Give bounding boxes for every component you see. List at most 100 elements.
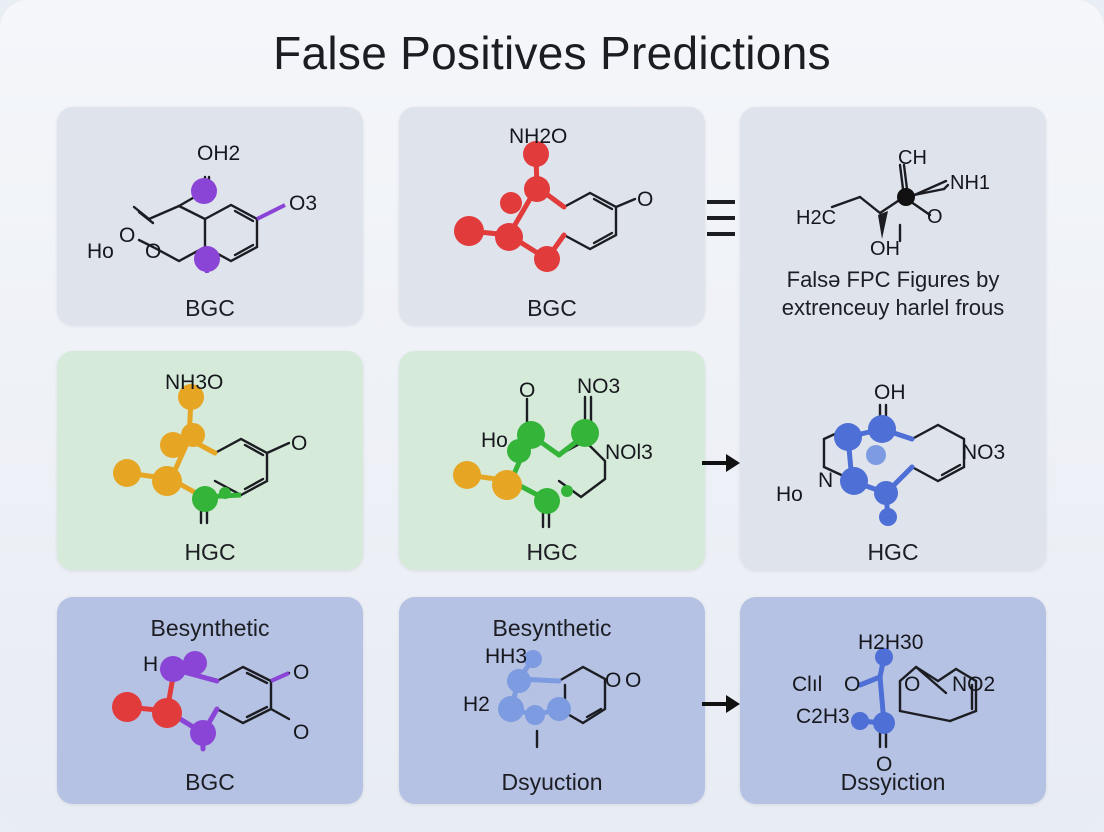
atom-lightblue — [498, 696, 524, 722]
atom-red — [152, 698, 182, 728]
atom-lightblue — [547, 697, 571, 721]
atom-label: NO3 — [962, 441, 1005, 464]
atom-label: NO3 — [577, 375, 620, 398]
molecule-r3c1: H O O — [112, 651, 309, 752]
atom-label: OH — [870, 238, 900, 257]
atom-blue — [840, 467, 868, 495]
atom-label: H2C — [796, 207, 836, 229]
card-label: HGC — [867, 539, 919, 565]
atom-blue — [868, 415, 896, 443]
atom-green — [507, 439, 531, 463]
atom-purple — [160, 656, 186, 682]
atom-green — [534, 488, 560, 514]
atom-label: O3 — [289, 192, 317, 215]
atom-label: O — [844, 673, 860, 696]
atom-red — [454, 216, 484, 246]
atom-label: O — [293, 661, 309, 684]
atom-label: O — [904, 673, 920, 696]
atom-label: Ho — [776, 483, 803, 506]
atom-purple — [191, 178, 217, 204]
atom-purple — [190, 720, 216, 746]
atom-green — [192, 486, 218, 512]
atom-label: O — [519, 379, 535, 402]
card-label: BGC — [185, 295, 235, 321]
atom-label: NH1 — [950, 172, 990, 194]
atom-green — [219, 487, 231, 499]
atom-blue — [879, 508, 897, 526]
atom-label: NH2O — [509, 125, 567, 148]
atom-label: H2 — [463, 693, 490, 716]
atom-label: CH — [898, 147, 927, 169]
card-r1c1: OH2 O3 Ho O O BGC — [57, 107, 363, 325]
atom-orange — [160, 432, 186, 458]
atom-red — [523, 141, 549, 167]
atom-label: O — [291, 432, 307, 455]
atom-label: O — [119, 224, 135, 247]
atom-blue — [875, 648, 893, 666]
atom-orange — [178, 384, 204, 410]
atom-label: N — [818, 469, 833, 492]
card-heading: Besynthetic — [150, 615, 270, 641]
atom-green — [571, 419, 599, 447]
atom-orange — [152, 466, 182, 496]
atom-green — [561, 485, 573, 497]
atom-orange — [181, 423, 205, 447]
card-label: Dsyuction — [501, 769, 603, 795]
atom-label: H2H30 — [858, 631, 923, 654]
atom-red — [112, 692, 142, 722]
page-title: False Positives Predictions — [273, 27, 831, 79]
atom-label: Ho — [481, 429, 508, 452]
atom-blue — [834, 423, 862, 451]
atom-label: NOl3 — [605, 441, 653, 464]
molecule-r2c2: O NO3 Ho NOl3 — [453, 375, 653, 529]
atom-label: OH2 — [197, 142, 240, 165]
atom-label: H — [143, 653, 158, 676]
atom-label: Ho — [87, 240, 114, 263]
molecule-r1c2: NH2O O — [454, 125, 653, 272]
atom-blue — [851, 712, 869, 730]
card-r3c2: Besynthetic HH3 H2 O O — [399, 597, 705, 804]
atom-purple — [194, 246, 220, 272]
card-label: HGC — [526, 539, 578, 565]
atom-orange — [113, 459, 141, 487]
atom-red — [524, 176, 550, 202]
molecule-r2c3: OH NO3 Ho N — [776, 381, 1005, 526]
card-heading: Besynthetic — [492, 615, 612, 641]
atom-lightblue — [524, 650, 542, 668]
atom-lightblue — [507, 669, 531, 693]
atom-label: O — [625, 669, 641, 692]
atom-label: O — [876, 753, 892, 776]
card-label: BGC — [185, 769, 235, 795]
atom-red — [495, 223, 523, 251]
atom-purple — [183, 651, 207, 675]
atom-orange — [492, 470, 522, 500]
atom-label: NO2 — [952, 673, 995, 696]
atom-label: HH3 — [485, 645, 527, 668]
atom-blue — [873, 712, 895, 734]
card-label: HGC — [184, 539, 236, 565]
triple-bar-icon — [707, 200, 735, 236]
atom-label: O — [145, 240, 161, 263]
card-r3c1: Besynthetic — [57, 597, 363, 804]
atom-label: OH — [874, 381, 906, 404]
atom-blue — [866, 445, 886, 465]
atom-black — [897, 188, 915, 206]
card-r1c2: NH2O O BGC — [399, 107, 705, 325]
atom-label: C2H3 — [796, 705, 850, 728]
card-label: Dssyiction — [840, 769, 946, 795]
molecule-r1c3: CH NH1 H2C O OH — [796, 147, 990, 257]
molecule-r2c1: NH3O O — [113, 371, 307, 525]
card-label: BGC — [527, 295, 577, 321]
card-r1c3: CH NH1 H2C O OH Falsə FPC Figures by ext… — [740, 107, 1046, 570]
atom-label: O — [293, 721, 309, 744]
atom-blue — [874, 481, 898, 505]
atom-label: NH3O — [165, 371, 223, 394]
atom-lightblue — [525, 705, 545, 725]
molecule-r1c1: OH2 O3 Ho O O — [87, 142, 317, 274]
card-r2c1: NH3O O HGC — [57, 351, 363, 570]
atom-label: O — [637, 188, 653, 211]
molecule-r3c2: HH3 H2 O O — [463, 645, 641, 749]
atom-red — [534, 246, 560, 272]
atom-orange — [453, 461, 481, 489]
